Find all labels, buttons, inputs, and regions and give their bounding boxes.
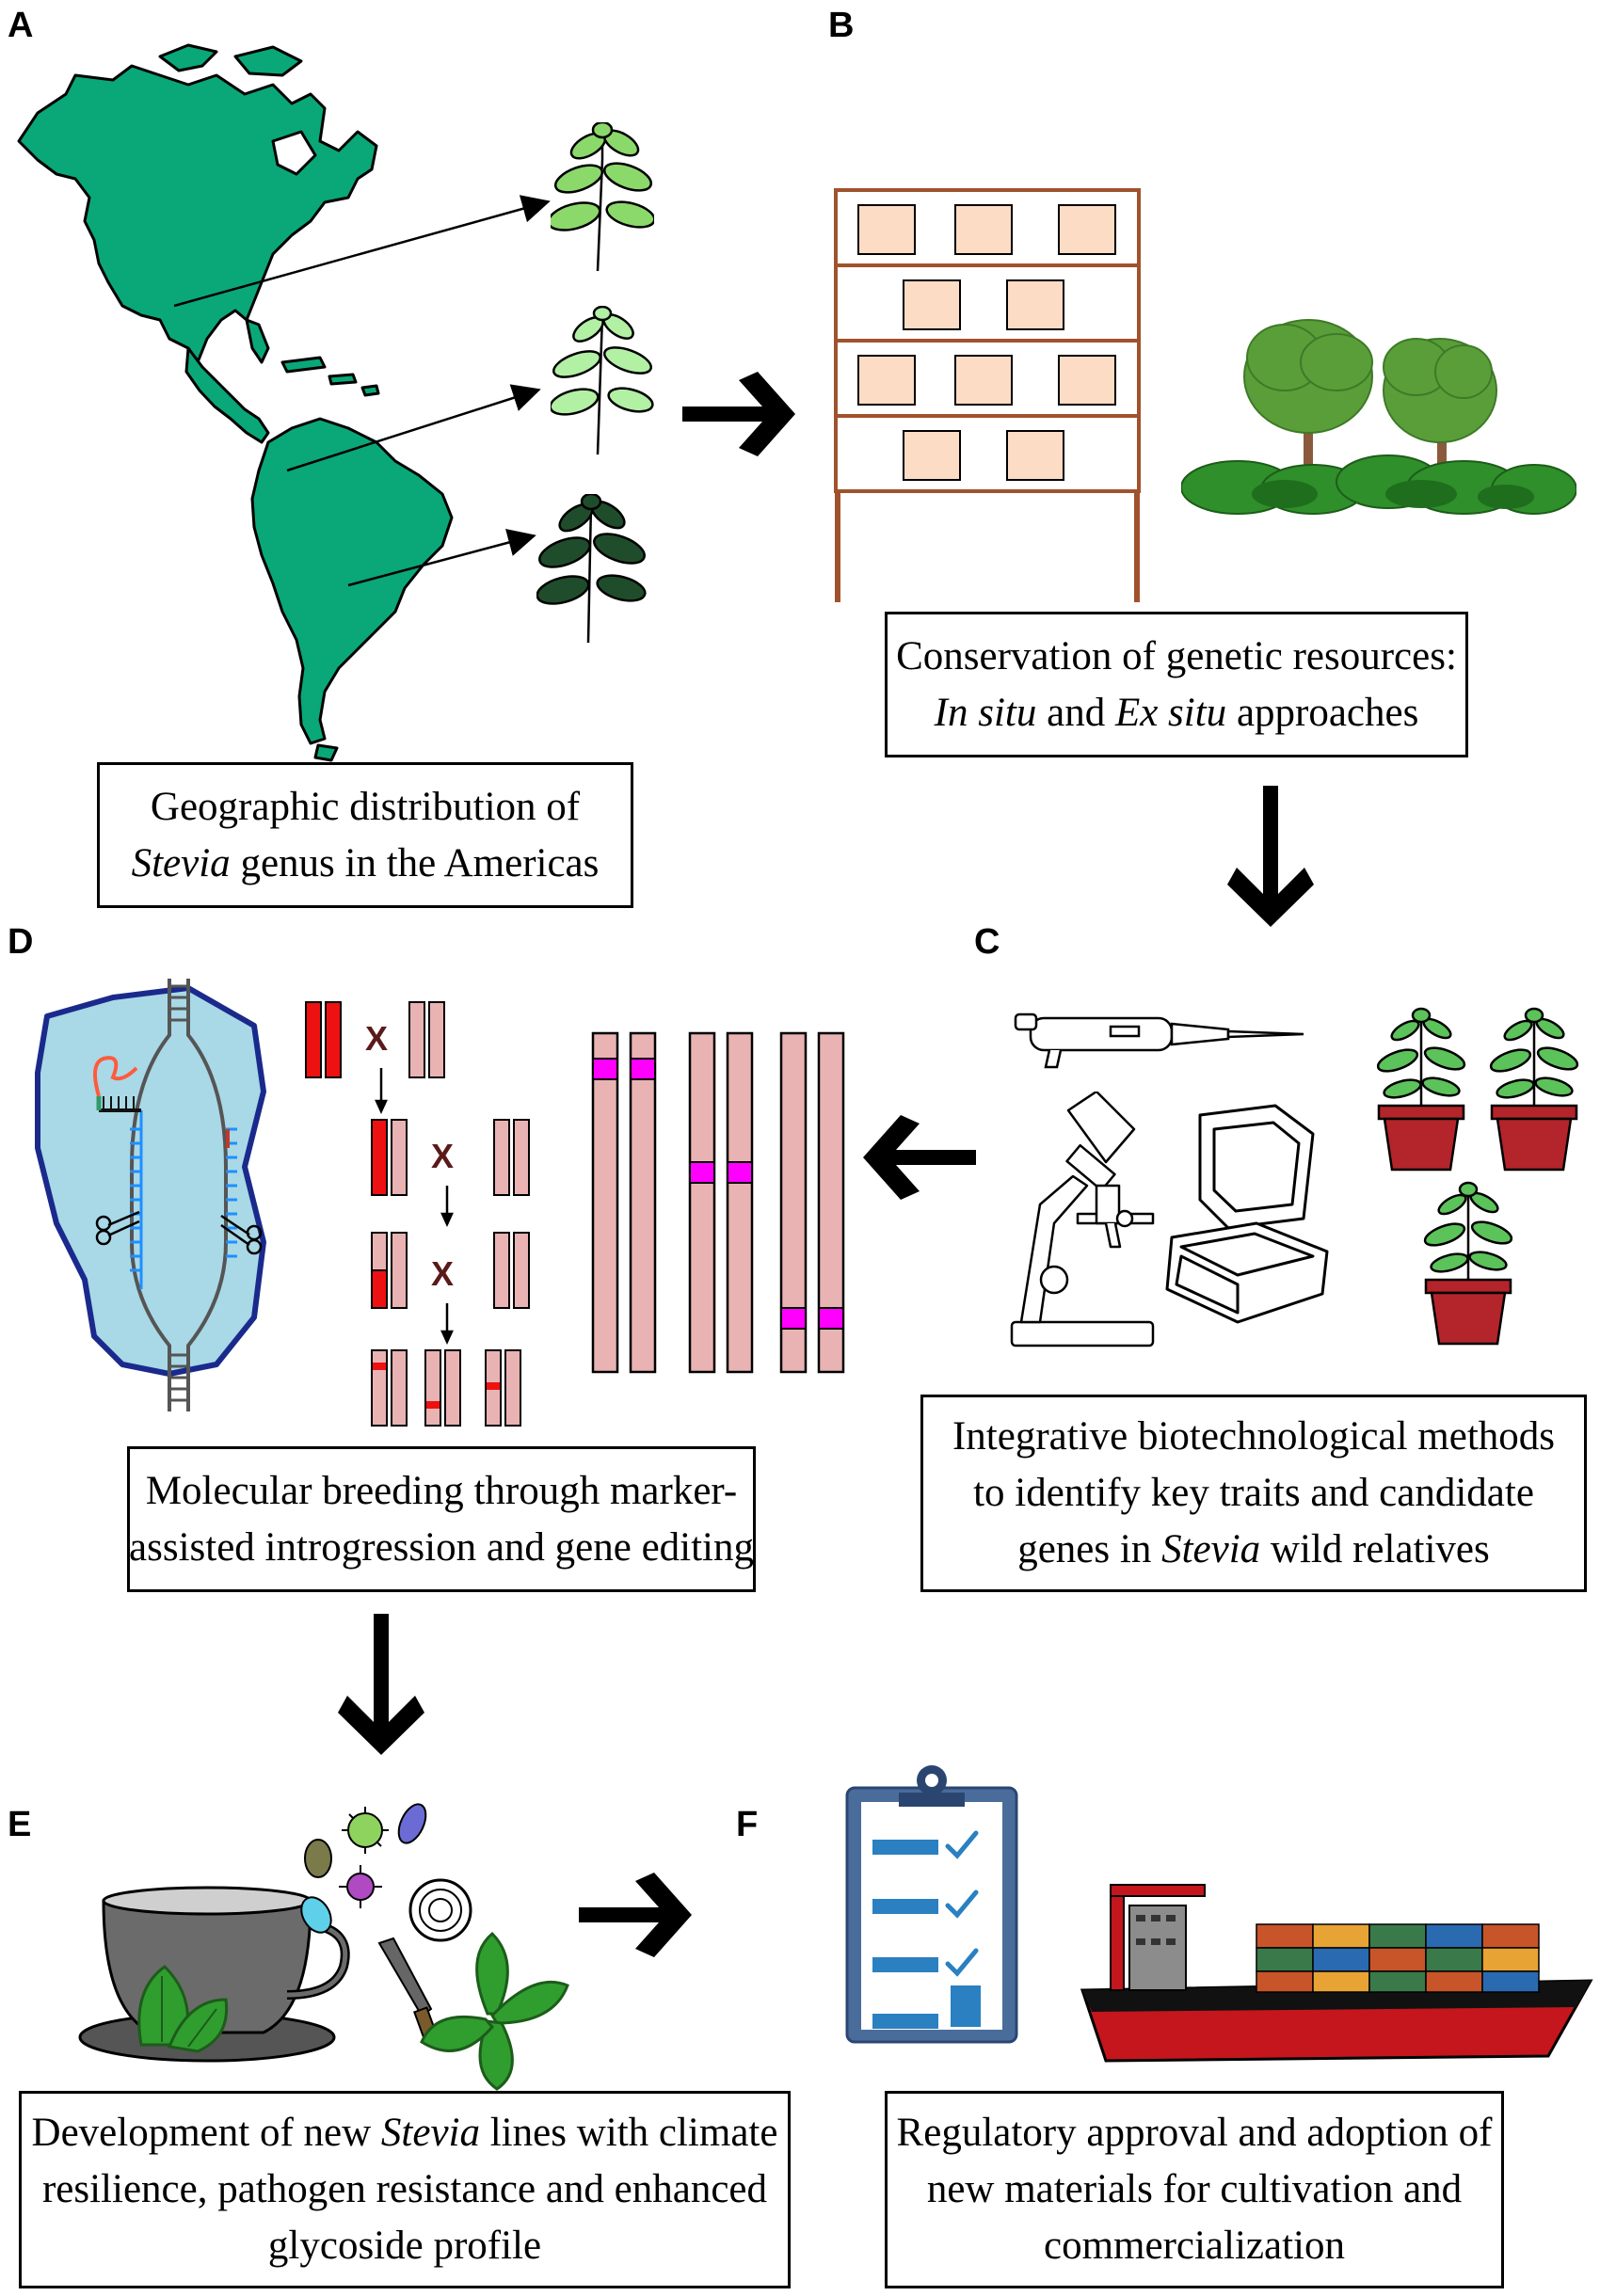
arrow-left-icon (863, 1115, 976, 1200)
pipette-icon (1014, 1012, 1304, 1069)
chromosome-icon (428, 1001, 445, 1078)
caption-a-line1: Geographic distribution of (150, 784, 581, 829)
thermocycler-icon (1165, 1104, 1329, 1324)
ex-situ-italic: Ex situ (1114, 690, 1227, 735)
genus-name-italic: Stevia (380, 2111, 480, 2155)
caption-panel-f: Regulatory approval and adoption of new … (885, 2091, 1504, 2288)
caption-b-line2-rest: approaches (1226, 690, 1419, 735)
backcross-scheme (305, 1001, 530, 1427)
chromosome-icon (629, 1031, 657, 1374)
caption-c-line3-pre: genes in (1017, 1527, 1162, 1571)
marker-chromosomes (591, 1031, 845, 1374)
caption-d-line2: assisted introgression and gene editing (129, 1524, 754, 1570)
chromosome-icon (726, 1031, 754, 1374)
in-situ-italic: In situ (934, 690, 1037, 735)
arrow-down-icon (1227, 786, 1314, 927)
potted-plant-icon (1423, 1181, 1513, 1346)
chromosome-icon (325, 1001, 342, 1078)
caption-c-line3: genes in Stevia wild relatives (1017, 1522, 1490, 1578)
caption-a-line2-rest: genus in the Americas (230, 840, 600, 885)
checklist-clipboard-icon (845, 1765, 1018, 2044)
caption-c-line1: Integrative biotechnological methods (952, 1414, 1556, 1459)
americas-map-icon (17, 43, 454, 762)
stevia-plant-icon (536, 494, 647, 644)
distribution-arrows (173, 195, 551, 587)
caption-e-line1: Development of new Stevia lines with cli… (32, 2105, 778, 2161)
caption-panel-e: Development of new Stevia lines with cli… (19, 2091, 791, 2288)
genus-name-italic: Stevia (131, 840, 231, 885)
panel-letter-c: C (974, 922, 1000, 962)
caption-panel-b: Conservation of genetic resources: In si… (885, 612, 1468, 757)
caption-panel-a: Geographic distribution of Stevia genus … (97, 762, 633, 908)
cargo-ship-icon (1080, 1884, 1593, 2063)
caption-e-line1-pre: Development of new (31, 2111, 381, 2155)
stevia-plant-icon (551, 306, 654, 455)
caption-f-line1: Regulatory approval and adoption of (896, 2111, 1493, 2155)
caption-panel-c: Integrative biotechnological methods to … (920, 1395, 1587, 1592)
caption-f-line2: new materials for cultivation and (926, 2167, 1463, 2211)
caption-panel-d: Molecular breeding through marker- assis… (127, 1446, 756, 1592)
stevia-plant-icon (551, 122, 654, 272)
seed-bank-shelf-icon (834, 188, 1141, 602)
caption-c-line2: to identify key traits and candidate (973, 1471, 1534, 1515)
chromosome-icon (591, 1031, 619, 1374)
cross-symbol: X (431, 1137, 455, 1175)
genus-name-italic: Stevia (1161, 1527, 1261, 1571)
crispr-cas-icon (35, 979, 266, 1411)
caption-e-line2: resilience, pathogen resistance and enha… (41, 2167, 768, 2211)
caption-e-line3: glycoside profile (267, 2224, 542, 2268)
pathogen-icon (300, 1803, 569, 2091)
panel-letter-e: E (8, 1805, 32, 1844)
caption-b-line1: Conservation of genetic resources: (896, 633, 1457, 678)
chromosome-icon (408, 1001, 425, 1078)
caption-b-line2-mid: and (1036, 690, 1115, 735)
panel-letter-f: F (736, 1805, 759, 1844)
cross-symbol: X (431, 1254, 455, 1293)
chromosome-icon (688, 1031, 716, 1374)
caption-f-line3: commercialization (1044, 2224, 1345, 2268)
cross-symbol: X (365, 1019, 389, 1058)
caption-d-line1: Molecular breeding through marker- (145, 1468, 738, 1513)
arrow-down-icon (338, 1614, 424, 1755)
potted-plant-icon (1376, 1007, 1466, 1172)
panel-letter-a: A (8, 6, 34, 45)
caption-e-line1-rest: lines with climate (479, 2111, 778, 2155)
microscope-icon (1010, 1092, 1155, 1347)
arrow-right-icon (579, 1873, 692, 1957)
forest-trees-icon (1181, 319, 1576, 515)
arrow-right-icon (682, 372, 795, 456)
potted-plant-icon (1489, 1007, 1579, 1172)
caption-c-line3-rest: wild relatives (1260, 1527, 1490, 1571)
chromosome-icon (305, 1001, 322, 1078)
panel-letter-b: B (828, 6, 855, 45)
caption-a-line2: Stevia genus in the Americas (132, 836, 600, 892)
tea-cup-icon (78, 1886, 350, 2063)
panel-letter-d: D (8, 922, 34, 962)
caption-b-line2: In situ and Ex situ approaches (935, 685, 1419, 741)
